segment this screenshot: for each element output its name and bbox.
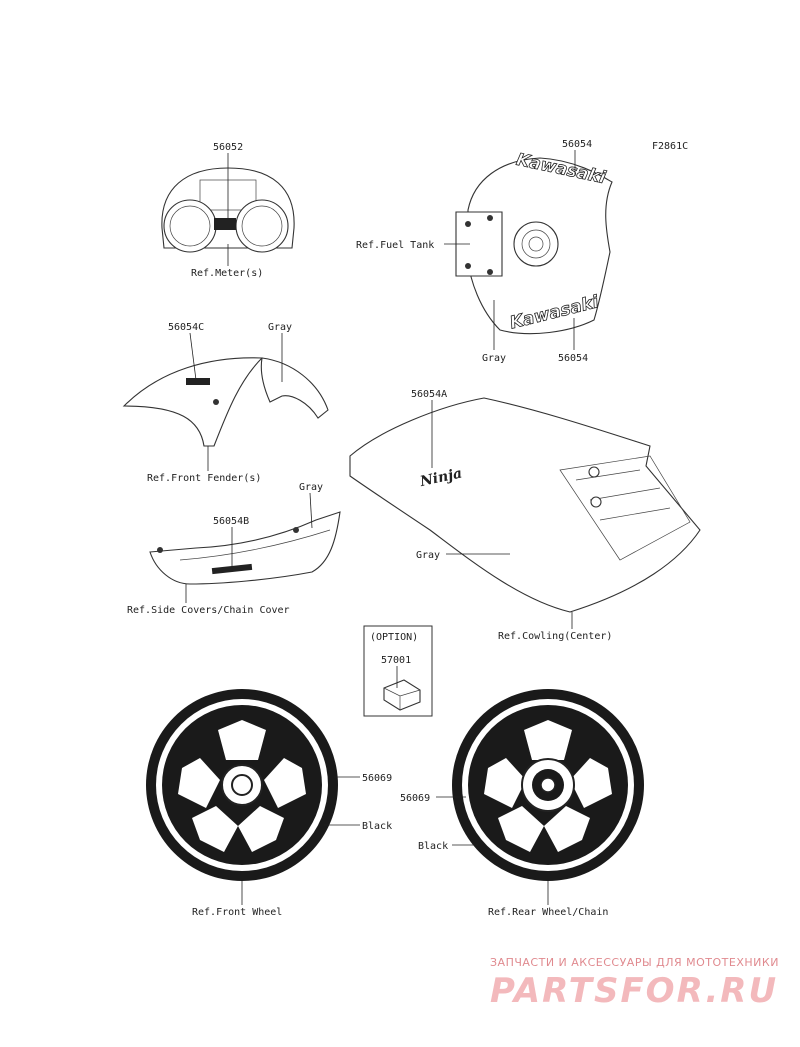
watermark: ЗАПЧАСТИ И АКСЕССУАРЫ ДЛЯ МОТОТЕХНИКИ PA… bbox=[490, 956, 779, 1011]
meter-ref-label: Ref.Meter(s) bbox=[191, 268, 263, 279]
front-fender-assembly bbox=[122, 357, 329, 447]
side-cover-assembly bbox=[149, 511, 341, 585]
tank-part-number-top[interactable]: 56054 bbox=[562, 139, 592, 150]
fender-color-label: Gray bbox=[268, 322, 292, 333]
front-wheel-color-label: Black bbox=[362, 821, 392, 832]
option-title: (OPTION) bbox=[370, 632, 418, 643]
side-cover-color-label: Gray bbox=[299, 482, 323, 493]
fender-part-number[interactable]: 56054C bbox=[168, 322, 204, 333]
rear-wheel-ref-label: Ref.Rear Wheel/Chain bbox=[488, 907, 608, 918]
figure-code: F2861C bbox=[652, 141, 688, 152]
fender-ref-label: Ref.Front Fender(s) bbox=[147, 473, 261, 484]
side-cover-part-number[interactable]: 56054B bbox=[213, 516, 249, 527]
watermark-tagline: ЗАПЧАСТИ И АКСЕССУАРЫ ДЛЯ МОТОТЕХНИКИ bbox=[490, 956, 779, 969]
cowling-assembly: Ninja bbox=[349, 397, 701, 613]
meter-part-number[interactable]: 56052 bbox=[213, 142, 243, 153]
cowl-color-label: Gray bbox=[416, 550, 440, 561]
meter-assembly bbox=[161, 167, 295, 253]
option-part-number[interactable]: 57001 bbox=[381, 655, 411, 666]
meter-decal-icon bbox=[214, 218, 236, 230]
rear-wheel bbox=[452, 689, 644, 881]
cowl-part-number[interactable]: 56054A bbox=[411, 389, 447, 400]
rear-wheel-part-number[interactable]: 56069 bbox=[400, 793, 430, 804]
rear-wheel-color-label: Black bbox=[418, 841, 448, 852]
cowl-ref-label: Ref.Cowling(Center) bbox=[498, 631, 612, 642]
fuel-tank-assembly: Kawasaki Kawasaki bbox=[455, 149, 613, 335]
front-wheel bbox=[146, 689, 338, 881]
tank-color-label: Gray bbox=[482, 353, 506, 364]
side-cover-decal-icon bbox=[211, 563, 253, 575]
front-wheel-part-number[interactable]: 56069 bbox=[362, 773, 392, 784]
option-box bbox=[363, 625, 433, 717]
side-cover-ref-label: Ref.Side Covers/Chain Cover bbox=[127, 605, 290, 616]
watermark-brand: PARTSFOR.RU bbox=[490, 971, 778, 1011]
tank-ref-label: Ref.Fuel Tank bbox=[356, 240, 434, 251]
tank-part-number-bottom[interactable]: 56054 bbox=[558, 353, 588, 364]
front-wheel-ref-label: Ref.Front Wheel bbox=[192, 907, 282, 918]
fender-decal-icon bbox=[186, 378, 210, 385]
